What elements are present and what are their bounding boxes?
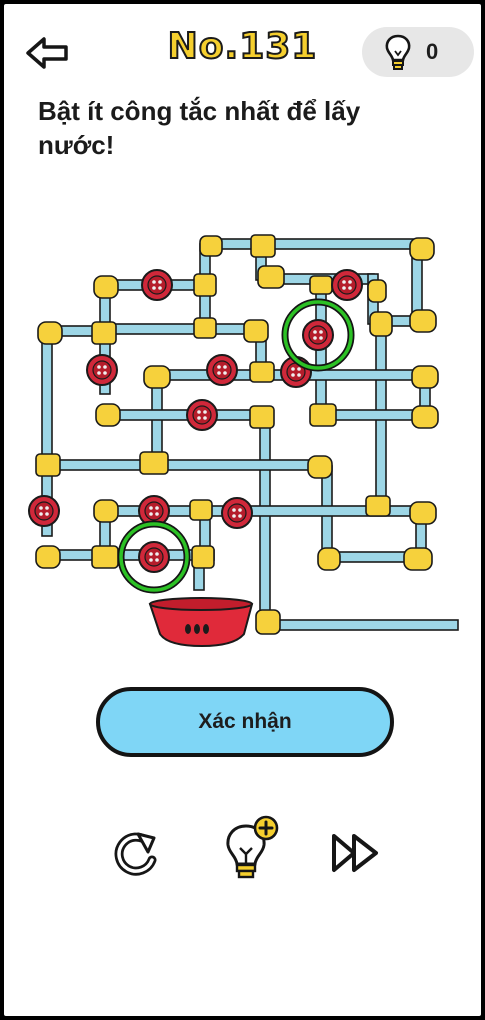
joint — [249, 405, 275, 429]
pipe-segment — [259, 413, 271, 625]
valve-switch[interactable] — [86, 354, 118, 386]
selection-ring-inner — [119, 522, 189, 592]
lightbulb-icon — [385, 34, 411, 70]
joint — [35, 545, 61, 569]
joint — [95, 403, 121, 427]
pipe-segment — [103, 409, 267, 421]
joint — [91, 321, 117, 345]
level-title: No.131 — [167, 25, 318, 68]
valve-switch[interactable] — [206, 354, 238, 386]
joint — [403, 547, 433, 571]
valve-switch[interactable] — [221, 497, 253, 529]
joint — [193, 273, 217, 297]
add-hint-icon[interactable] — [218, 814, 280, 888]
joint — [189, 499, 213, 521]
confirm-button[interactable]: Xác nhận — [96, 687, 394, 757]
instruction-text: Bật ít công tắc nhất để lấy nước! — [38, 96, 361, 160]
joint — [249, 361, 275, 383]
pipe-segment — [269, 619, 459, 631]
valve-switch[interactable] — [186, 399, 218, 431]
joint — [199, 235, 223, 257]
game-screen: No.131 0 Bật ít công tắc nhất để lấy nướ… — [4, 4, 481, 1016]
joint — [409, 237, 435, 261]
pipe-segment — [45, 459, 317, 471]
joint — [35, 453, 61, 477]
pipe-segment — [205, 238, 421, 250]
valve-switch[interactable] — [28, 495, 60, 527]
joint — [409, 309, 437, 333]
joint — [139, 451, 169, 475]
joint — [369, 311, 393, 337]
joint — [255, 609, 281, 635]
selection-ring-inner — [283, 300, 353, 370]
valve-switch[interactable] — [141, 269, 173, 301]
joint — [91, 545, 119, 569]
valve-switch[interactable] — [138, 495, 170, 527]
joint — [309, 403, 337, 427]
joint — [250, 234, 276, 258]
joint — [367, 279, 387, 303]
valve-switch[interactable] — [302, 319, 334, 351]
pipe-segment — [321, 409, 427, 421]
joint — [243, 319, 269, 343]
joint — [411, 405, 439, 429]
joint — [317, 547, 341, 571]
valve-switch[interactable] — [138, 541, 170, 573]
joint — [143, 365, 171, 389]
skip-icon[interactable] — [328, 830, 384, 876]
valve-switch[interactable] — [331, 269, 363, 301]
restart-icon[interactable] — [108, 828, 164, 880]
joint — [365, 495, 391, 517]
pipe-puzzle — [28, 234, 459, 648]
hint-counter[interactable]: 0 — [362, 27, 474, 77]
joint — [93, 275, 119, 299]
joint — [257, 265, 285, 289]
selection-rings — [117, 298, 355, 594]
joint — [37, 321, 63, 345]
joint — [309, 275, 333, 295]
pipe-segment — [101, 323, 263, 335]
back-arrow-icon[interactable] — [22, 31, 74, 75]
joint — [93, 499, 119, 523]
water-basin — [148, 597, 254, 648]
joint — [411, 365, 439, 389]
pipe-joints — [35, 234, 439, 635]
joint — [191, 545, 215, 569]
joint — [307, 455, 333, 479]
joint — [193, 317, 217, 339]
joint — [409, 501, 437, 525]
hint-count: 0 — [426, 39, 439, 64]
